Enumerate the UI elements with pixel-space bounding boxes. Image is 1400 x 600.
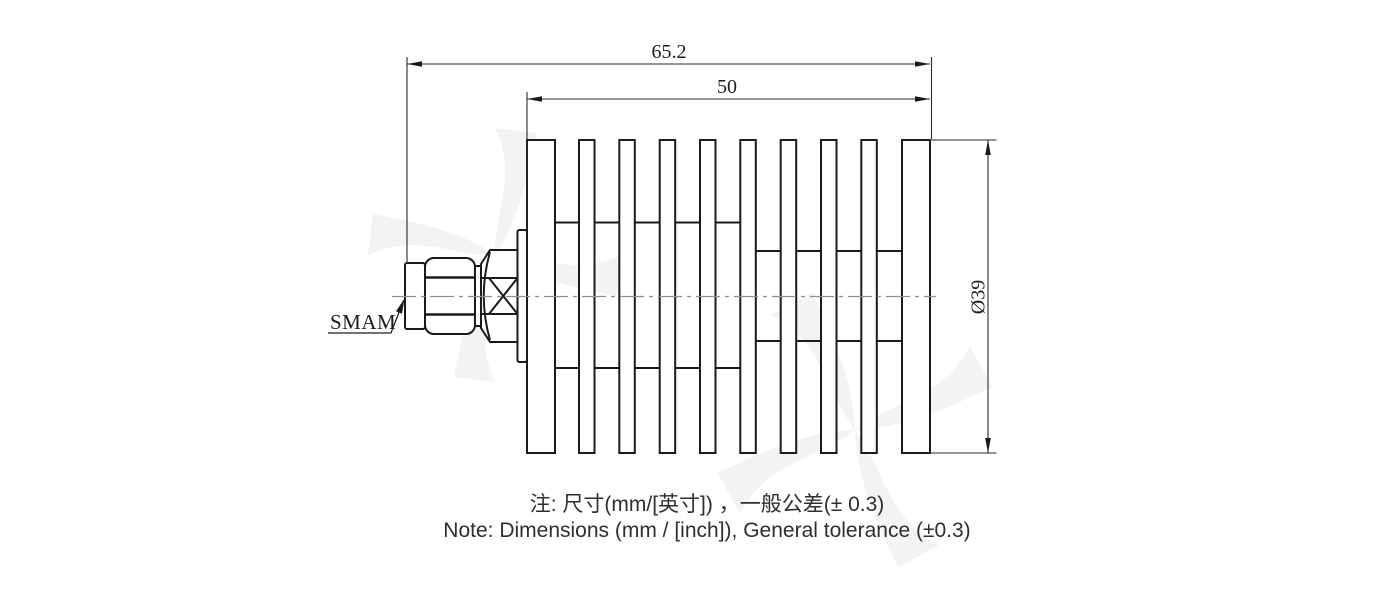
dimension-label-overall-length: 65.2 <box>652 41 687 63</box>
dimension-label-diameter: Ø39 <box>968 280 990 314</box>
dimension-diameter: Ø39 <box>930 139 997 454</box>
dimension-overall-length: 65.2 <box>406 41 933 263</box>
arrowhead <box>985 438 991 453</box>
dimension-label-body-length: 50 <box>717 76 737 98</box>
arrowhead <box>527 96 542 102</box>
arrowhead <box>915 61 930 67</box>
arrowhead <box>985 140 991 155</box>
connector-label: SMAM <box>330 310 396 334</box>
note-line-en: Note: Dimensions (mm / [inch]), General … <box>443 519 971 542</box>
dimension-body-length: 50 <box>526 76 930 229</box>
arrowhead <box>915 96 930 102</box>
note-line-zh: 注: 尺寸(mm/[英寸]) ，一般公差(± 0.3) <box>529 493 885 516</box>
heatsink-core-lines <box>555 221 902 369</box>
notes-block: 注: 尺寸(mm/[英寸]) ，一般公差(± 0.3) Note: Dimens… <box>7 492 1400 544</box>
hex-nut-flats <box>425 276 475 316</box>
arrowhead <box>396 298 405 314</box>
arrowhead <box>407 61 422 67</box>
connector-cross-lines <box>481 277 519 315</box>
connector-leader: SMAM <box>328 298 405 334</box>
